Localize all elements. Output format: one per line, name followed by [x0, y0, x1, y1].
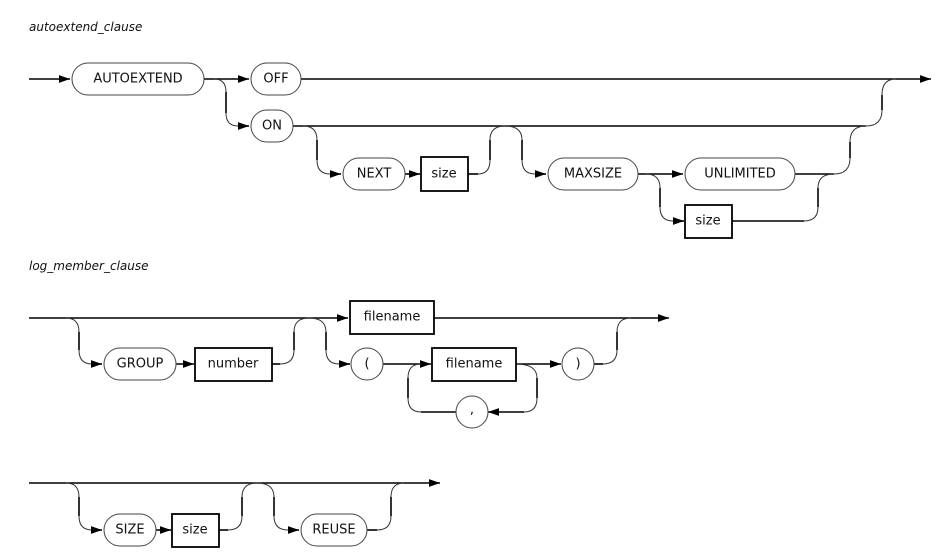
svg-text:,: , [470, 403, 474, 418]
nonterminal-filename-list: filename [431, 347, 517, 382]
terminal-reuse: REUSE [300, 513, 368, 547]
svg-text:filename: filename [364, 310, 421, 325]
svg-text:REUSE: REUSE [312, 523, 355, 538]
diagram-autoextend-clause: AUTOEXTEND OFF ON NEXT size MAXSIZE UNLI… [29, 62, 931, 239]
terminal-group: GROUP [103, 347, 177, 381]
diagram-title-autoextend-clause: autoextend_clause [29, 20, 143, 34]
diagram-size-reuse: SIZE size REUSE [29, 479, 440, 548]
svg-text:size: size [182, 523, 207, 538]
terminal-autoextend: AUTOEXTEND [71, 62, 205, 96]
svg-text:size: size [431, 167, 456, 182]
terminal-on: ON [250, 109, 294, 143]
nonterminal-filename: filename [349, 300, 435, 335]
svg-text:UNLIMITED: UNLIMITED [704, 167, 776, 182]
diagram-title-log-member-clause: log_member_clause [29, 259, 149, 273]
svg-text:GROUP: GROUP [117, 357, 164, 372]
svg-text:filename: filename [446, 357, 503, 372]
terminal-next: NEXT [342, 157, 406, 191]
svg-text:ON: ON [262, 119, 282, 134]
svg-text:MAXSIZE: MAXSIZE [564, 167, 622, 182]
nonterminal-next-size: size [420, 156, 469, 192]
terminal-maxsize: MAXSIZE [547, 157, 639, 191]
diagram-log-member-clause: GROUP number filename ( filename ) , [29, 300, 669, 429]
nonterminal-number: number [194, 347, 273, 382]
svg-text:number: number [208, 357, 259, 372]
svg-text:(: ( [364, 357, 369, 372]
svg-text:NEXT: NEXT [357, 167, 392, 182]
svg-text:OFF: OFF [263, 72, 288, 87]
terminal-comma: , [455, 395, 489, 429]
nonterminal-maxsize-size: size [684, 204, 733, 239]
terminal-left-paren: ( [350, 347, 384, 381]
terminal-size-keyword: SIZE [103, 513, 157, 547]
svg-text:AUTOEXTEND: AUTOEXTEND [93, 72, 182, 87]
terminal-unlimited: UNLIMITED [684, 157, 796, 191]
svg-text:SIZE: SIZE [115, 523, 144, 538]
terminal-off: OFF [250, 62, 302, 96]
terminal-right-paren: ) [561, 347, 595, 381]
svg-text:size: size [695, 214, 720, 229]
svg-text:): ) [575, 357, 580, 372]
nonterminal-size: size [171, 513, 220, 548]
